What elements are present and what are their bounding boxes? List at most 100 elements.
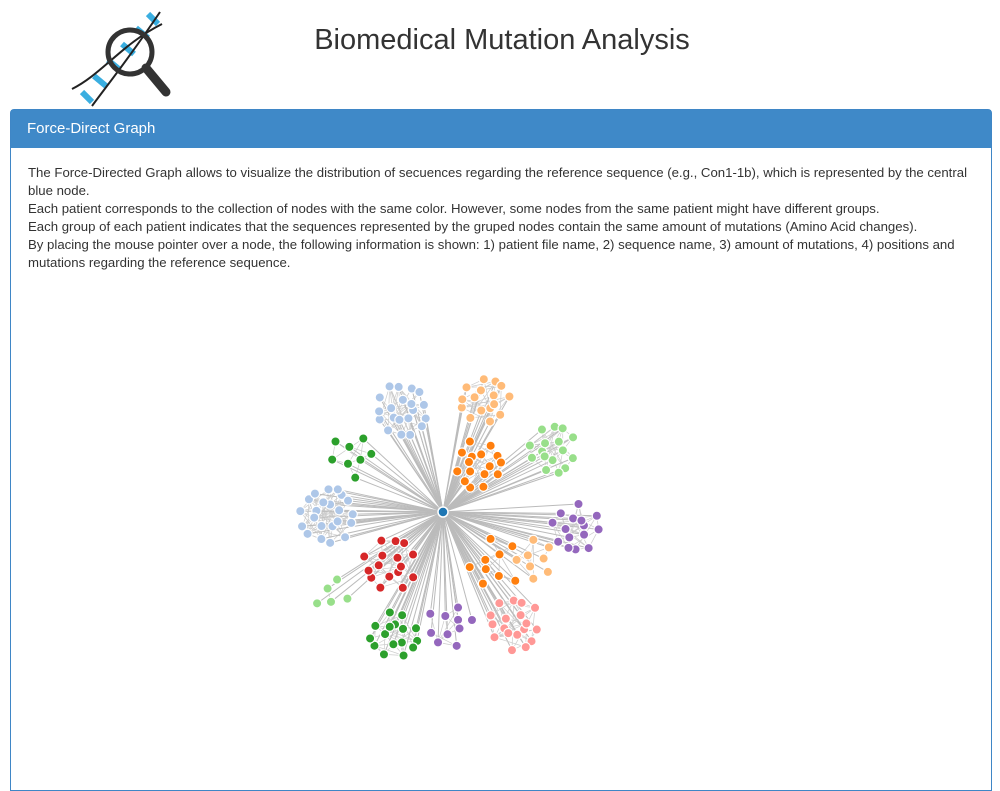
sequence-node[interactable] bbox=[522, 619, 531, 628]
sequence-node[interactable] bbox=[529, 535, 538, 544]
sequence-node[interactable] bbox=[554, 537, 563, 546]
sequence-node[interactable] bbox=[577, 516, 586, 525]
sequence-node[interactable] bbox=[511, 576, 520, 585]
sequence-node[interactable] bbox=[312, 599, 321, 608]
sequence-node[interactable] bbox=[317, 534, 326, 543]
sequence-node[interactable] bbox=[513, 630, 522, 639]
sequence-node[interactable] bbox=[400, 538, 409, 547]
sequence-node[interactable] bbox=[541, 465, 550, 474]
sequence-node[interactable] bbox=[377, 536, 386, 545]
sequence-node[interactable] bbox=[525, 562, 534, 571]
sequence-node[interactable] bbox=[501, 614, 510, 623]
sequence-node[interactable] bbox=[508, 542, 517, 551]
sequence-node[interactable] bbox=[374, 561, 383, 570]
sequence-node[interactable] bbox=[411, 624, 420, 633]
sequence-node[interactable] bbox=[356, 455, 365, 464]
sequence-node[interactable] bbox=[558, 446, 567, 455]
sequence-node[interactable] bbox=[465, 437, 474, 446]
sequence-node[interactable] bbox=[364, 566, 373, 575]
sequence-node[interactable] bbox=[496, 410, 505, 419]
sequence-node[interactable] bbox=[367, 449, 376, 458]
sequence-node[interactable] bbox=[441, 611, 450, 620]
sequence-node[interactable] bbox=[323, 584, 332, 593]
sequence-node[interactable] bbox=[568, 514, 577, 523]
sequence-node[interactable] bbox=[564, 543, 573, 552]
sequence-node[interactable] bbox=[340, 533, 349, 542]
sequence-node[interactable] bbox=[467, 615, 476, 624]
sequence-node[interactable] bbox=[466, 413, 475, 422]
sequence-node[interactable] bbox=[396, 562, 405, 571]
sequence-node[interactable] bbox=[494, 571, 503, 580]
sequence-node[interactable] bbox=[537, 425, 546, 434]
sequence-node[interactable] bbox=[489, 391, 498, 400]
sequence-node[interactable] bbox=[479, 375, 488, 384]
sequence-node[interactable] bbox=[395, 415, 404, 424]
sequence-node[interactable] bbox=[409, 573, 418, 582]
sequence-node[interactable] bbox=[409, 643, 418, 652]
sequence-node[interactable] bbox=[579, 530, 588, 539]
sequence-node[interactable] bbox=[521, 643, 530, 652]
sequence-node[interactable] bbox=[415, 387, 424, 396]
sequence-node[interactable] bbox=[462, 383, 471, 392]
sequence-node[interactable] bbox=[375, 407, 384, 416]
sequence-node[interactable] bbox=[389, 640, 398, 649]
sequence-node[interactable] bbox=[399, 651, 408, 660]
sequence-node[interactable] bbox=[529, 574, 538, 583]
sequence-node[interactable] bbox=[376, 583, 385, 592]
sequence-node[interactable] bbox=[568, 454, 577, 463]
sequence-node[interactable] bbox=[404, 414, 413, 423]
sequence-node[interactable] bbox=[398, 611, 407, 620]
sequence-node[interactable] bbox=[378, 551, 387, 560]
sequence-node[interactable] bbox=[481, 565, 490, 574]
sequence-node[interactable] bbox=[332, 575, 341, 584]
sequence-node[interactable] bbox=[343, 459, 352, 468]
sequence-node[interactable] bbox=[481, 555, 490, 564]
sequence-node[interactable] bbox=[495, 599, 504, 608]
sequence-node[interactable] bbox=[532, 625, 541, 634]
sequence-node[interactable] bbox=[375, 393, 384, 402]
sequence-node[interactable] bbox=[516, 611, 525, 620]
sequence-node[interactable] bbox=[490, 633, 499, 642]
sequence-node[interactable] bbox=[543, 567, 552, 576]
sequence-node[interactable] bbox=[497, 381, 506, 390]
sequence-node[interactable] bbox=[458, 395, 467, 404]
sequence-node[interactable] bbox=[328, 455, 337, 464]
sequence-node[interactable] bbox=[385, 608, 394, 617]
sequence-node[interactable] bbox=[568, 433, 577, 442]
sequence-node[interactable] bbox=[385, 572, 394, 581]
sequence-node[interactable] bbox=[539, 554, 548, 563]
sequence-node[interactable] bbox=[433, 638, 442, 647]
sequence-node[interactable] bbox=[592, 511, 601, 520]
sequence-node[interactable] bbox=[393, 553, 402, 562]
sequence-node[interactable] bbox=[476, 386, 485, 395]
sequence-node[interactable] bbox=[525, 441, 534, 450]
sequence-node[interactable] bbox=[507, 646, 516, 655]
sequence-node[interactable] bbox=[387, 404, 396, 413]
sequence-node[interactable] bbox=[296, 507, 305, 516]
sequence-node[interactable] bbox=[333, 517, 342, 526]
sequence-node[interactable] bbox=[478, 579, 487, 588]
sequence-node[interactable] bbox=[343, 496, 352, 505]
sequence-node[interactable] bbox=[455, 624, 464, 633]
sequence-node[interactable] bbox=[530, 603, 539, 612]
sequence-node[interactable] bbox=[493, 470, 502, 479]
sequence-node[interactable] bbox=[504, 629, 513, 638]
sequence-node[interactable] bbox=[584, 543, 593, 552]
sequence-node[interactable] bbox=[490, 400, 499, 409]
sequence-node[interactable] bbox=[540, 452, 549, 461]
sequence-node[interactable] bbox=[556, 509, 565, 518]
sequence-node[interactable] bbox=[317, 521, 326, 530]
sequence-node[interactable] bbox=[495, 550, 504, 559]
sequence-node[interactable] bbox=[398, 395, 407, 404]
sequence-node[interactable] bbox=[360, 552, 369, 561]
sequence-node[interactable] bbox=[453, 615, 462, 624]
sequence-node[interactable] bbox=[554, 437, 563, 446]
sequence-node[interactable] bbox=[371, 621, 380, 630]
sequence-node[interactable] bbox=[333, 485, 342, 494]
sequence-node[interactable] bbox=[512, 555, 521, 564]
sequence-node[interactable] bbox=[460, 477, 469, 486]
sequence-node[interactable] bbox=[419, 400, 428, 409]
sequence-node[interactable] bbox=[391, 537, 400, 546]
sequence-node[interactable] bbox=[326, 538, 335, 547]
sequence-node[interactable] bbox=[319, 498, 328, 507]
